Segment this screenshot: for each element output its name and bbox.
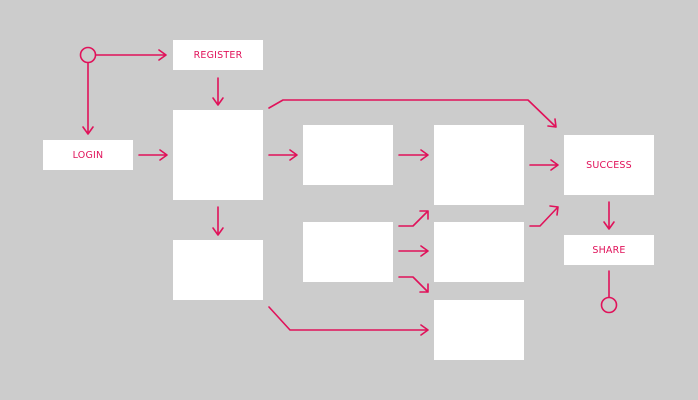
arrow-step-b-to-final [398, 276, 429, 293]
start-circle [79, 46, 97, 64]
arrow-step-b-to-step-d [398, 245, 429, 257]
success-label: SUCCESS [586, 159, 632, 171]
success-node[interactable]: SUCCESS [564, 135, 654, 195]
arrow-start-to-register [95, 49, 167, 61]
share-label: SHARE [592, 244, 626, 256]
step-b-box[interactable] [303, 222, 393, 282]
arrow-start-to-login [82, 62, 94, 135]
arrow-success-to-share [603, 201, 615, 230]
step-c-box[interactable] [434, 125, 524, 205]
share-node[interactable]: SHARE [564, 235, 654, 265]
arrow-register-to-auth [212, 77, 224, 106]
register-label: REGISTER [193, 49, 243, 61]
register-node[interactable]: REGISTER [173, 40, 263, 70]
step-d-box[interactable] [434, 222, 524, 282]
auth-box[interactable] [173, 110, 263, 200]
arrow-step-d-to-success [529, 205, 559, 227]
arrow-step-b-to-step-c [398, 210, 429, 227]
arrow-login-to-auth [138, 149, 168, 161]
final-box[interactable] [434, 300, 524, 360]
arrow-auth-to-step-a [268, 149, 298, 161]
login-label: LOGIN [72, 149, 104, 161]
arrow-auth-to-alt [212, 206, 224, 236]
arrow-step-c-to-success [529, 159, 559, 171]
arrow-step-a-to-step-c [398, 149, 429, 161]
arrow-auth-to-success [268, 99, 557, 128]
end-circle [600, 296, 618, 314]
login-node[interactable]: LOGIN [43, 140, 133, 170]
arrow-alt-to-final [268, 306, 429, 336]
step-a-box[interactable] [303, 125, 393, 185]
alt-box[interactable] [173, 240, 263, 300]
